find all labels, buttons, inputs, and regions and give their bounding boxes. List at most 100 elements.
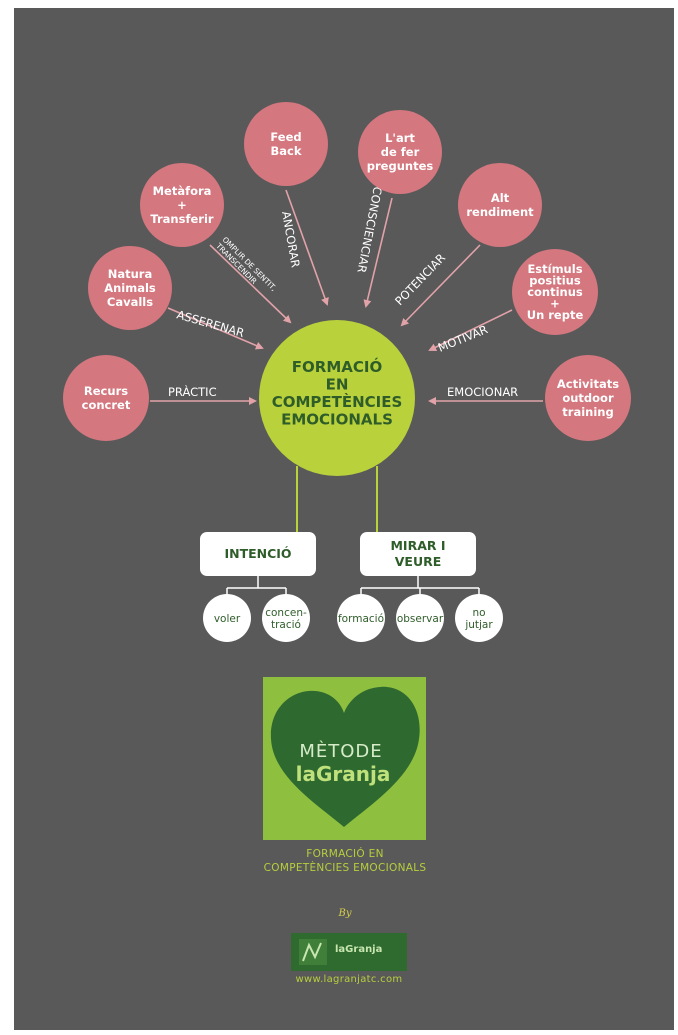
small-lagranja-logo: laGranja — [291, 933, 407, 971]
website-link[interactable]: www.lagranjatc.com — [295, 974, 403, 985]
node-label: outdoor — [562, 391, 614, 405]
node-circle — [458, 163, 542, 247]
node-label: + — [550, 297, 560, 311]
node-circle — [512, 249, 598, 335]
node-label: Un repte — [527, 308, 584, 322]
node-label: Transferir — [150, 212, 213, 226]
arrow-art-preguntes — [363, 197, 393, 308]
node-label: + — [177, 198, 187, 212]
edge-label-art-preguntes: CONSCIENCIAR — [354, 185, 384, 274]
leaf-label: concen- — [265, 607, 307, 619]
node-label: Metàfora — [153, 184, 212, 198]
edge-label-recurs: PRÀCTIC — [168, 384, 217, 399]
edge-label-alt-rendiment: POTENCIAR — [392, 251, 448, 308]
leaf-circle — [337, 594, 385, 642]
edge-label-text: CONSCIENCIAR — [354, 185, 384, 274]
edge-label-text: PRÀCTIC — [168, 384, 217, 399]
arrow-feed-back — [285, 189, 329, 306]
by-label: By — [338, 908, 352, 919]
small-logo-text: laGranja — [335, 944, 383, 955]
edge-label-text: POTENCIAR — [392, 251, 448, 308]
arrow-metafora — [209, 244, 292, 324]
node-label: continus — [527, 285, 583, 299]
edge-label-text: ANCORAR — [279, 210, 303, 269]
edge-label-natura: ASSERENAR — [175, 307, 246, 340]
center-circle — [259, 320, 415, 476]
leaf-circle — [203, 594, 251, 642]
node-label: Recurs — [84, 384, 128, 398]
node-label: Estímuls — [527, 262, 582, 276]
node-label: Cavalls — [107, 295, 153, 309]
edge-label-text: MOTIVAR — [436, 322, 490, 355]
node-circle — [88, 246, 172, 330]
node-label: Animals — [104, 281, 156, 295]
caption-line2: COMPETÈNCIES EMOCIONALS — [263, 862, 427, 874]
node-circle — [358, 110, 442, 194]
edge-label-feed-back: ANCORAR — [279, 210, 303, 269]
edge-label-text: ASSERENAR — [175, 307, 246, 340]
node-label: de fer — [381, 145, 420, 159]
leaf-mirar-0: formació — [337, 594, 385, 642]
node-label: Alt — [491, 191, 510, 205]
leaf-circle — [396, 594, 444, 642]
node-label: preguntes — [367, 159, 434, 173]
edge-label-text: EMOCIONAR — [447, 385, 518, 399]
node-label: concret — [82, 398, 131, 412]
leaf-label: voler — [214, 613, 241, 625]
heart-shape — [270, 686, 420, 827]
node-label: Activitats — [557, 377, 619, 391]
node-label: L'art — [385, 131, 415, 145]
node-circle — [545, 355, 631, 441]
node-circle — [63, 355, 149, 441]
logo-line1: MÈTODE — [299, 740, 382, 762]
box-label: INTENCIÓ — [224, 546, 291, 561]
leaf-circle — [455, 594, 503, 642]
leaf-label: no — [472, 607, 485, 619]
leaf-intencio-1: concen-tració — [262, 594, 310, 642]
node-metafora: Metàfora+Transferir — [140, 163, 224, 247]
metode-lagranja-logo: MÈTODE laGranja — [263, 677, 426, 840]
arrow-estimuls — [428, 309, 513, 351]
arrow-natura — [167, 307, 264, 350]
leaf-circle — [262, 594, 310, 642]
node-circle — [140, 163, 224, 247]
center-label: EMOCIONALS — [281, 410, 393, 428]
edge-label-estimuls: MOTIVAR — [436, 322, 490, 355]
node-label: rendiment — [466, 205, 534, 219]
center-label: FORMACIÓ — [292, 357, 382, 376]
caption-line1: FORMACIÓ EN — [306, 848, 384, 860]
node-label: positius — [529, 274, 581, 288]
arrow-alt-rendiment — [400, 244, 481, 327]
leaf-label: jutjar — [464, 619, 493, 631]
center-label: EN — [326, 375, 349, 393]
node-label: Feed — [270, 130, 301, 144]
leaf-label: tració — [271, 619, 301, 631]
box-rect — [360, 532, 476, 576]
logo-caption: FORMACIÓ EN COMPETÈNCIES EMOCIONALS — [200, 847, 490, 875]
node-label: Back — [271, 144, 302, 158]
box-intencio: INTENCIÓ voler concen-tració — [200, 532, 316, 642]
edge-label-activitats: EMOCIONAR — [447, 385, 518, 399]
node-label: training — [562, 405, 613, 419]
leaf-mirar-1: observar — [396, 594, 444, 642]
box-rect — [200, 532, 316, 576]
leaf-label: formació — [338, 613, 384, 625]
small-logo-mark — [299, 939, 327, 965]
background-panel — [14, 8, 674, 1030]
box-label: MIRAR I — [390, 538, 445, 553]
box-label: VEURE — [395, 554, 442, 569]
leaf-intencio-0: voler — [203, 594, 251, 642]
center-label: COMPETÈNCIES — [272, 392, 403, 411]
node-circle — [244, 102, 328, 186]
